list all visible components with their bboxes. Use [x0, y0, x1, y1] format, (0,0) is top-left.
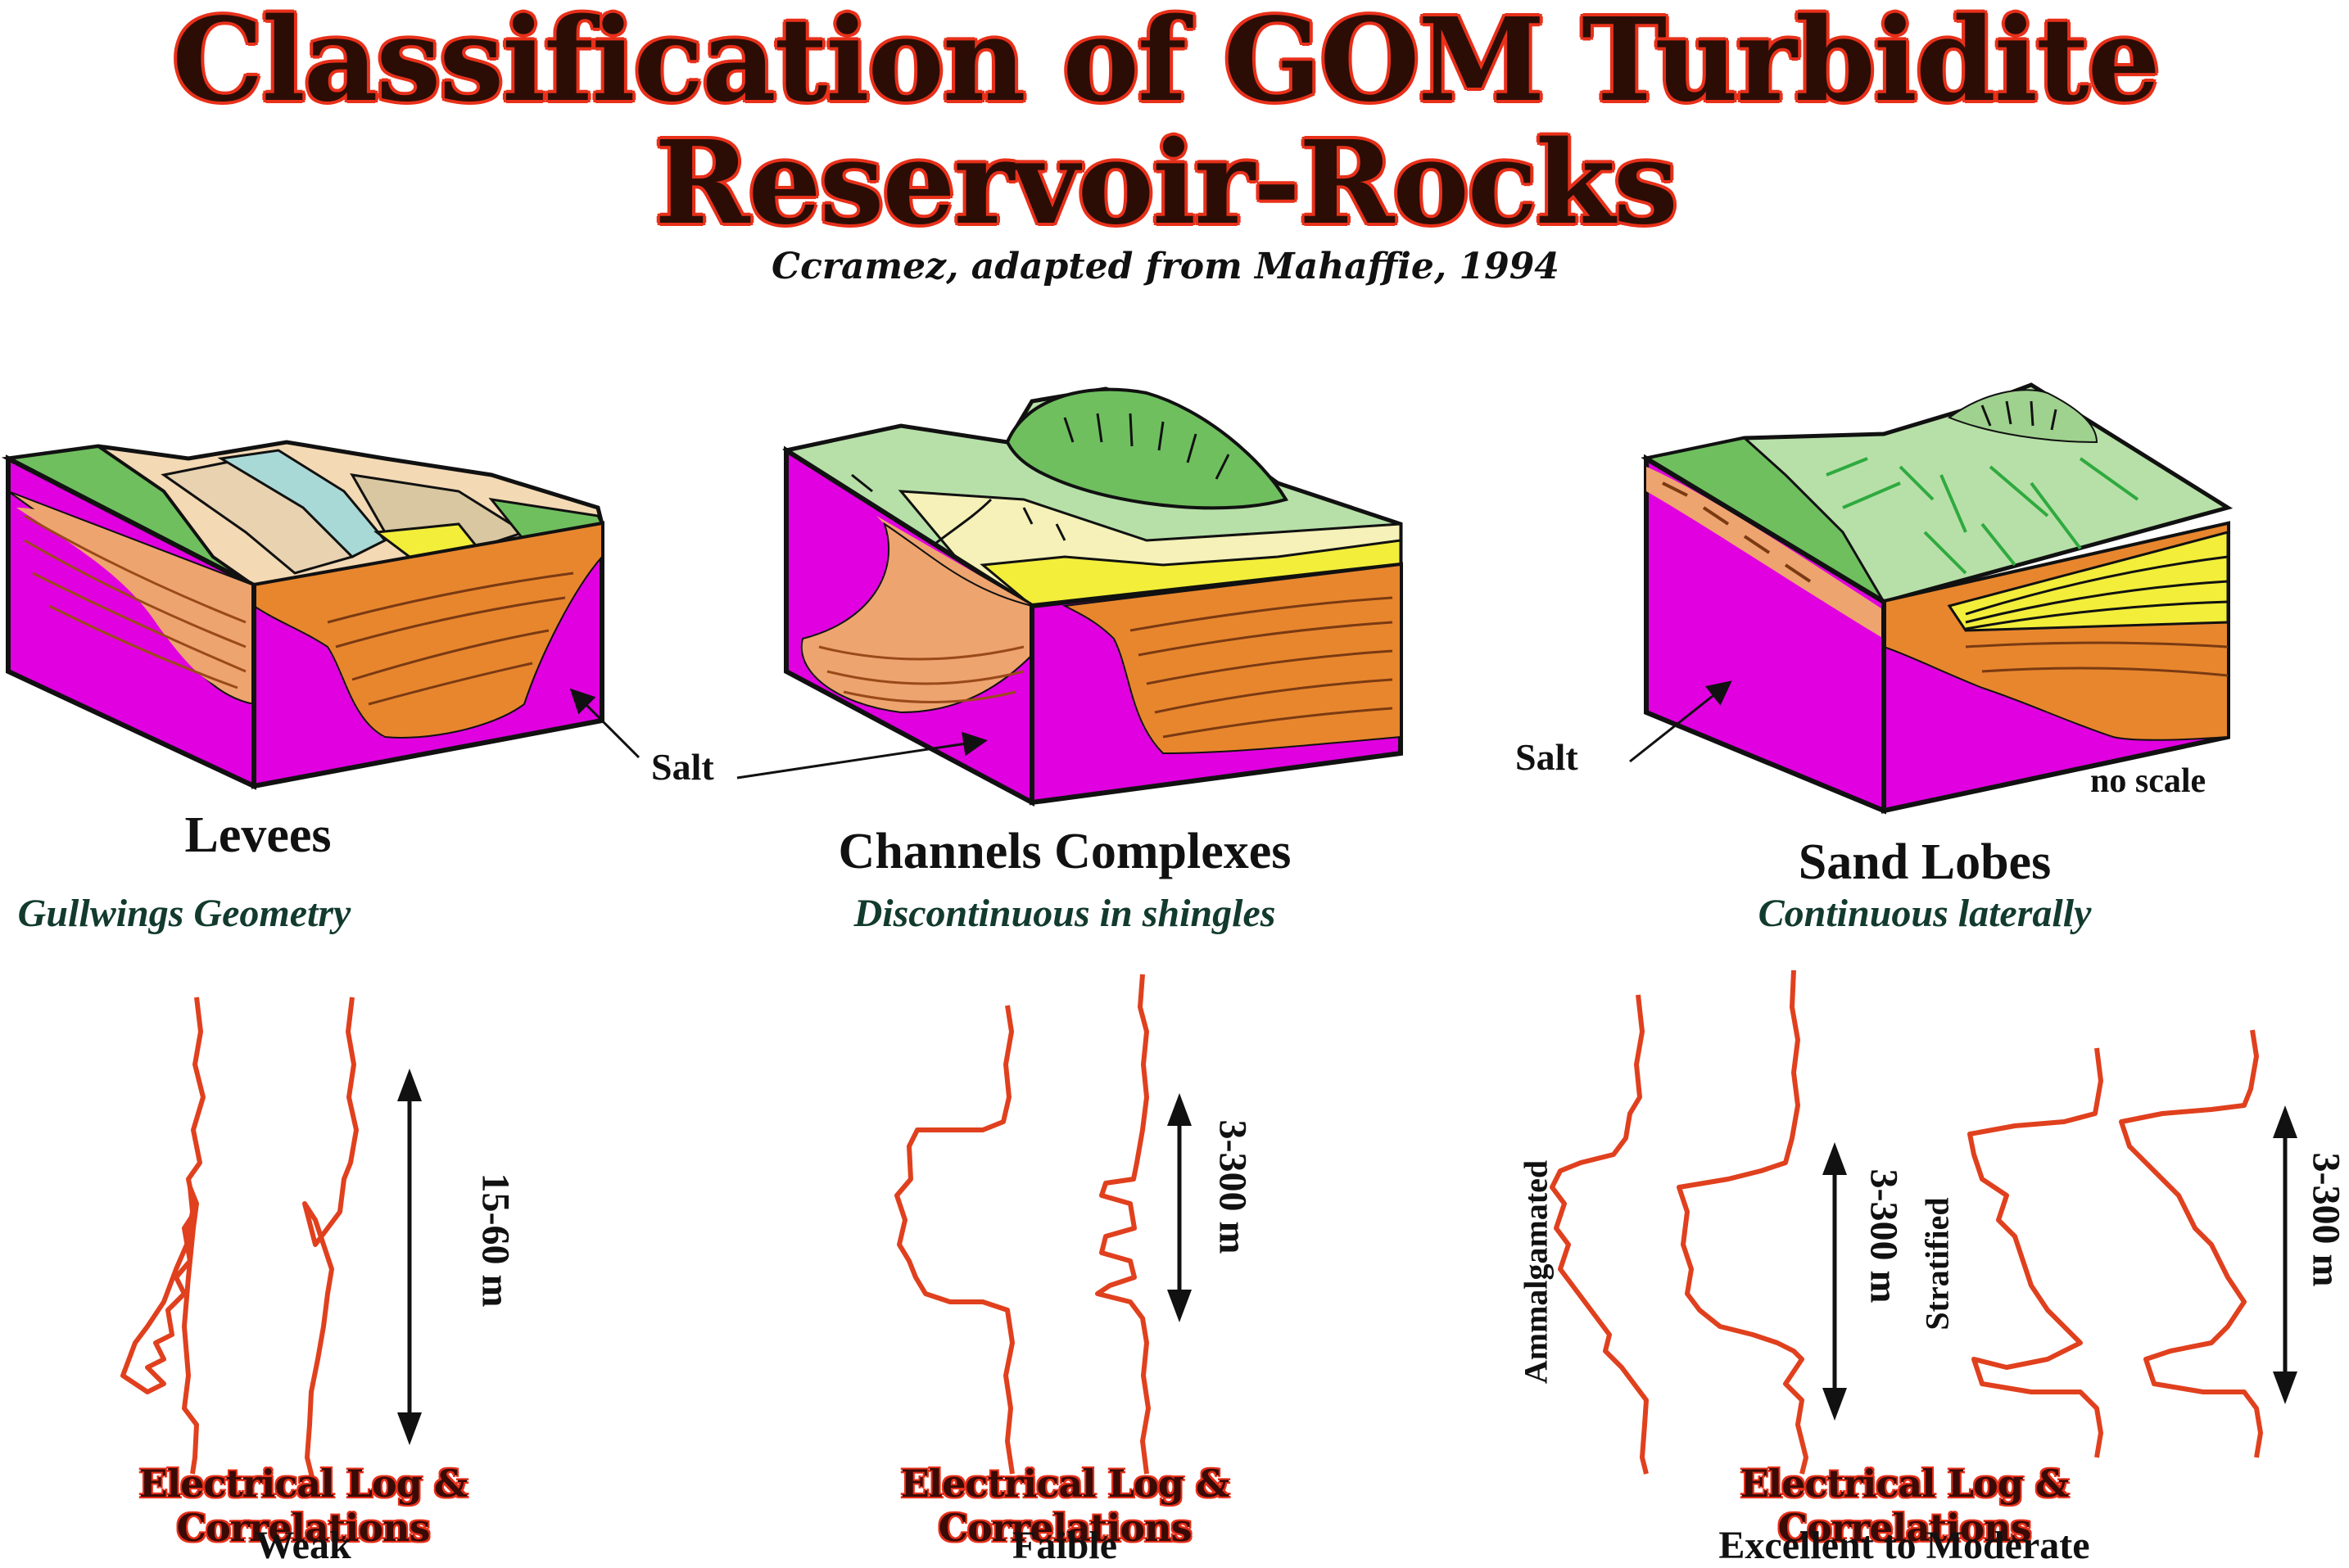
sand-lobes-log-a2 — [1677, 969, 1808, 1475]
channels-log-quality: Faible — [1012, 1524, 1117, 1567]
title-line-1: Classification of GOM Turbidite — [172, 0, 2161, 128]
levees-description: Gullwings Geometry — [17, 892, 351, 935]
sand-lobes-log-quality: Excellent to Moderate — [1718, 1524, 2090, 1567]
stratified-label: Stratified — [1918, 1197, 1956, 1331]
scale-arrows — [397, 1069, 2297, 1445]
channels-log-2 — [1095, 974, 1151, 1475]
channels-block-diagram — [782, 386, 1403, 807]
channels-scale-label: 3-300 m — [1211, 1119, 1255, 1254]
channels-description: Discontinuous in shingles — [853, 892, 1276, 935]
levees-log-quality: Weak — [255, 1524, 351, 1567]
levees-log-title: Electrical Log & Correlations — [138, 1462, 468, 1550]
electrical-logs — [120, 969, 2263, 1491]
channels-title: Channels Complexes — [838, 824, 1292, 879]
sand-lobes-log-b2 — [2119, 1029, 2263, 1458]
sand-lobes-scale-label-b: 3-300 m — [2304, 1152, 2348, 1287]
levees-log-2 — [302, 996, 359, 1491]
salt-label-center: Salt — [651, 746, 714, 788]
sand-lobes-block-diagram — [1641, 382, 2234, 815]
salt-arrow-3 — [1629, 680, 1732, 763]
levees-scale-label: 15-60 m — [473, 1173, 518, 1308]
subtitle: Ccramez, adapted from Mahaffie, 1994 — [772, 246, 1559, 287]
sand-lobes-log-title: Electrical Log & Correlations — [1740, 1462, 2070, 1550]
sand-lobes-description: Continuous laterally — [1758, 892, 2092, 935]
ammalgamated-label: Ammalgamated — [1517, 1159, 1555, 1385]
levees-log-1 — [120, 996, 206, 1475]
salt-arrow-2 — [736, 731, 988, 779]
sand-lobes-log-a1 — [1550, 994, 1649, 1475]
no-scale-label: no scale — [2090, 762, 2206, 800]
levees-block-diagram — [1, 440, 605, 790]
salt-label-right: Salt — [1515, 736, 1578, 778]
salt-arrow-1 — [569, 688, 640, 759]
channels-log-title: Electrical Log & Correlations — [900, 1462, 1230, 1550]
sand-lobes-scale-label-a: 3-300 m — [1862, 1168, 1906, 1304]
sand-lobes-log-b1 — [1967, 1047, 2103, 1458]
title-line-2: Reservoir-Rocks — [654, 116, 1678, 251]
sand-lobes-title: Sand Lobes — [1798, 834, 2052, 890]
channels-log-1 — [894, 1005, 1015, 1475]
levees-title: Levees — [184, 807, 332, 863]
